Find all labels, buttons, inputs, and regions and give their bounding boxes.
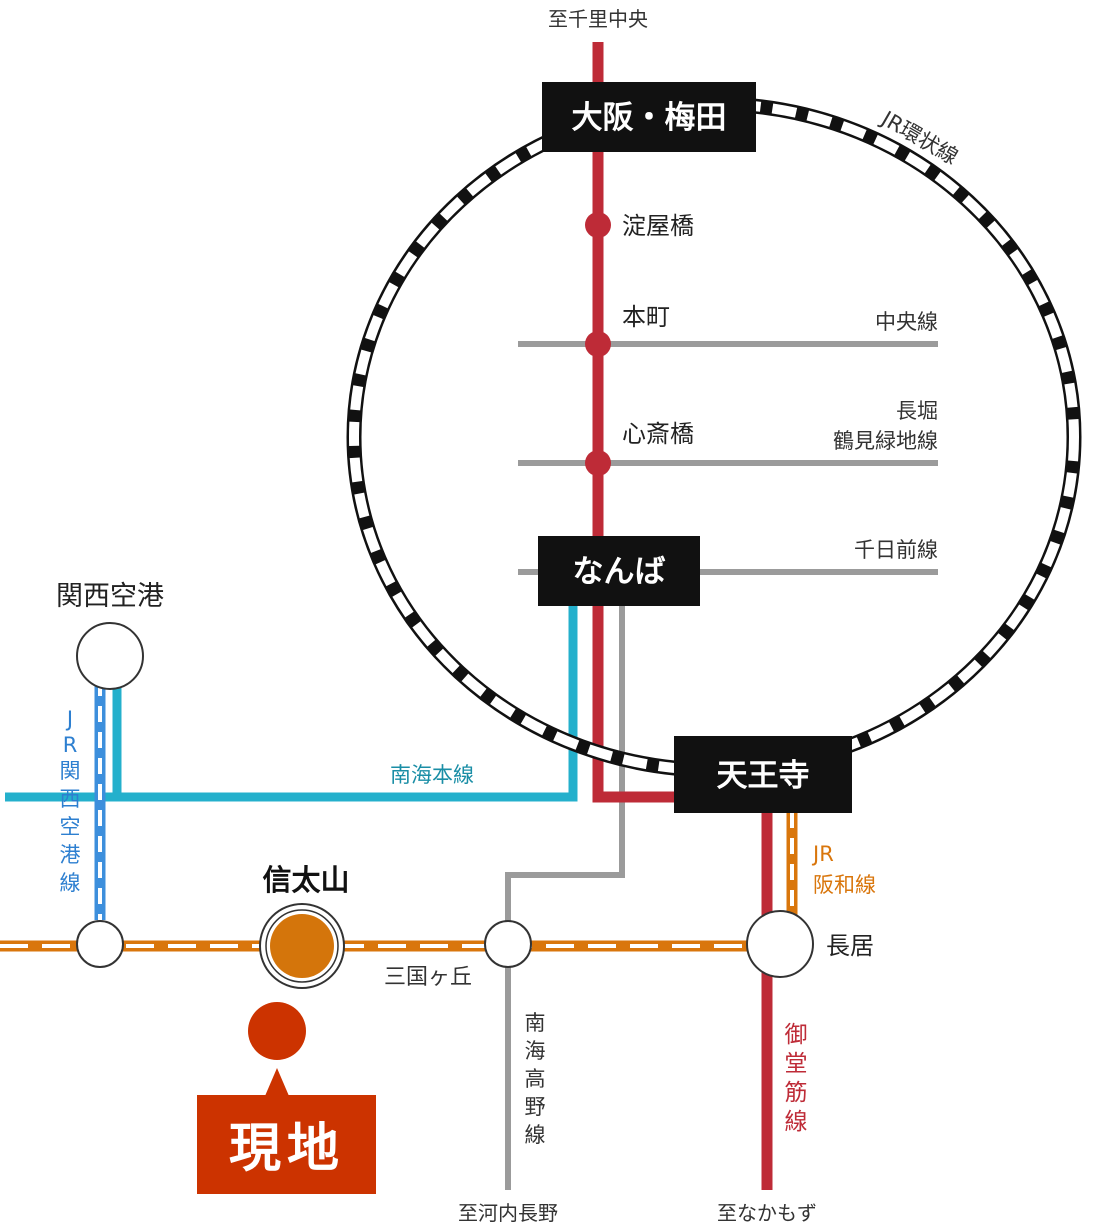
- umeda-station-box: [542, 82, 756, 152]
- yodoyabashi-station-label: 淀屋橋: [622, 212, 694, 240]
- midosuji-char: 堂: [785, 1051, 808, 1077]
- tennoji-station-label: 天王寺: [717, 758, 810, 794]
- shinodayama-station-dot: [270, 914, 334, 978]
- shinsaibashi-station-label: 心斎橋: [622, 420, 694, 448]
- jr-hanwa-line-label-1: JR: [811, 842, 834, 866]
- honmachi-station-label: 本町: [622, 303, 670, 331]
- midosuji-line-label: 御 堂 筋 線: [785, 1022, 808, 1135]
- nakamozu-destination-label: 至なかもず: [717, 1201, 817, 1225]
- nankai-koya-char: 高: [525, 1067, 546, 1091]
- mikunigaoka-station-icon: [484, 920, 532, 968]
- jr-kansai-airport-char: 西: [60, 787, 81, 811]
- nankai-main-line: [5, 595, 578, 802]
- midosuji-line-namba-tennoji: [592, 600, 680, 803]
- midosuji-char: 筋: [785, 1080, 808, 1106]
- jr-hanwa-line-label-2: 阪和線: [813, 873, 876, 897]
- midosuji-char: 御: [785, 1022, 808, 1048]
- mikunigaoka-station-label: 三国ヶ丘: [384, 965, 472, 990]
- yodoyabashi-station-dot: [585, 212, 611, 238]
- tennoji-station-box: [674, 736, 852, 813]
- nankai-koya-line-label: 南 海 高 野 線: [525, 1011, 546, 1147]
- current-location-label: 現地: [229, 1119, 345, 1179]
- north-destination-label: 至千里中央: [548, 7, 648, 31]
- jr-kansai-airport-char: 線: [60, 871, 81, 895]
- jr-kansai-airport-line-label: J R 関 西 空 港 線: [60, 707, 81, 895]
- nagai-station-icon: [746, 910, 814, 978]
- location-pin-icon: [248, 1002, 306, 1060]
- midosuji-char: 線: [785, 1109, 808, 1135]
- honmachi-station-dot: [585, 331, 611, 357]
- sennichimae-line-label: 千日前線: [854, 538, 938, 562]
- nankai-koya-char: 野: [525, 1095, 546, 1119]
- shinodayama-station-label: 信太山: [262, 863, 349, 897]
- jr-kansai-airport-char: R: [63, 733, 78, 757]
- jr-kansai-airport-char: 港: [60, 843, 81, 867]
- namba-station-label: なんば: [573, 554, 666, 590]
- chuo-line-label: 中央線: [875, 310, 938, 334]
- nankai-koya-char: 線: [525, 1123, 546, 1147]
- nagahori-line-label-1: 長堀: [896, 399, 938, 423]
- nagai-station-label: 長居: [826, 932, 874, 960]
- hineno-junction-station-icon: [76, 920, 124, 968]
- kansai-airport-station-icon: [76, 622, 144, 690]
- nagahori-line-label-2: 鶴見緑地線: [833, 429, 938, 453]
- current-location-box: [197, 1095, 376, 1194]
- shinodayama-station-inner-ring: [265, 909, 339, 983]
- nankai-koya-line: [505, 595, 625, 1190]
- jr-kansai-airport-char: 空: [60, 815, 81, 839]
- umeda-station-label: 大阪・梅田: [572, 100, 727, 136]
- jr-kansai-airport-char: J: [65, 707, 73, 731]
- kansai-airport-station-label: 関西空港: [56, 581, 164, 612]
- location-callout-pointer: [265, 1068, 289, 1096]
- kawachinagano-destination-label: 至河内長野: [458, 1201, 558, 1225]
- shinsaibashi-station-dot: [585, 450, 611, 476]
- namba-station-box: [538, 536, 700, 606]
- nankai-koya-char: 南: [525, 1011, 546, 1035]
- nankai-main-line-label: 南海本線: [390, 763, 474, 787]
- nankai-koya-char: 海: [525, 1039, 546, 1063]
- jr-kansai-airport-char: 関: [60, 759, 81, 783]
